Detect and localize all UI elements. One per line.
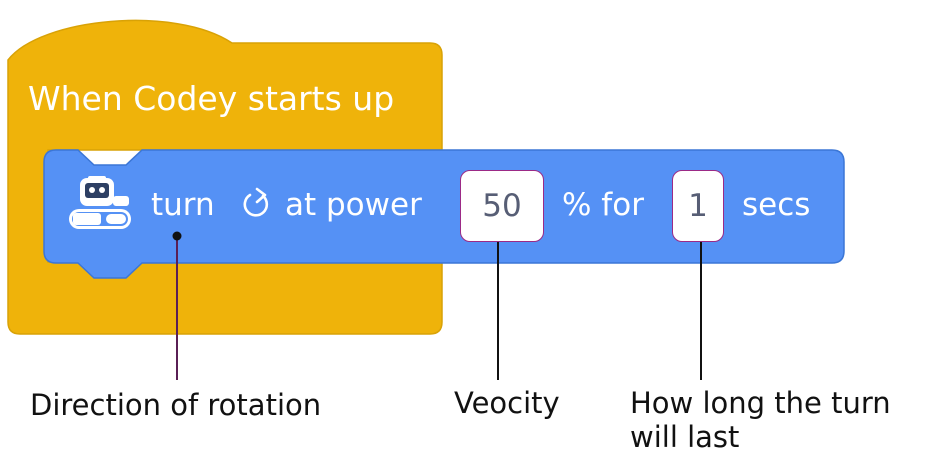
duration-annotation: How long the turn will last <box>630 386 891 454</box>
direction-leader-dot <box>172 231 182 241</box>
secs-label: secs <box>742 187 811 223</box>
duration-annotation-line1: How long the turn <box>630 386 891 420</box>
direction-annotation: Direction of rotation <box>30 388 322 422</box>
hat-block[interactable] <box>7 19 443 335</box>
codey-robot-icon <box>69 176 131 229</box>
at-power-label: at power <box>285 187 422 223</box>
power-input[interactable]: 50 <box>460 170 544 242</box>
turn-command-block[interactable] <box>43 149 845 279</box>
percent-for-label: % for <box>562 187 644 223</box>
clockwise-rotate-icon <box>243 187 269 217</box>
duration-annotation-line2: will last <box>630 420 740 455</box>
duration-input[interactable]: 1 <box>672 170 724 242</box>
turn-label: turn <box>151 187 215 223</box>
velocity-annotation: Veocity <box>454 386 560 420</box>
hat-block-label: When Codey starts up <box>28 79 395 118</box>
